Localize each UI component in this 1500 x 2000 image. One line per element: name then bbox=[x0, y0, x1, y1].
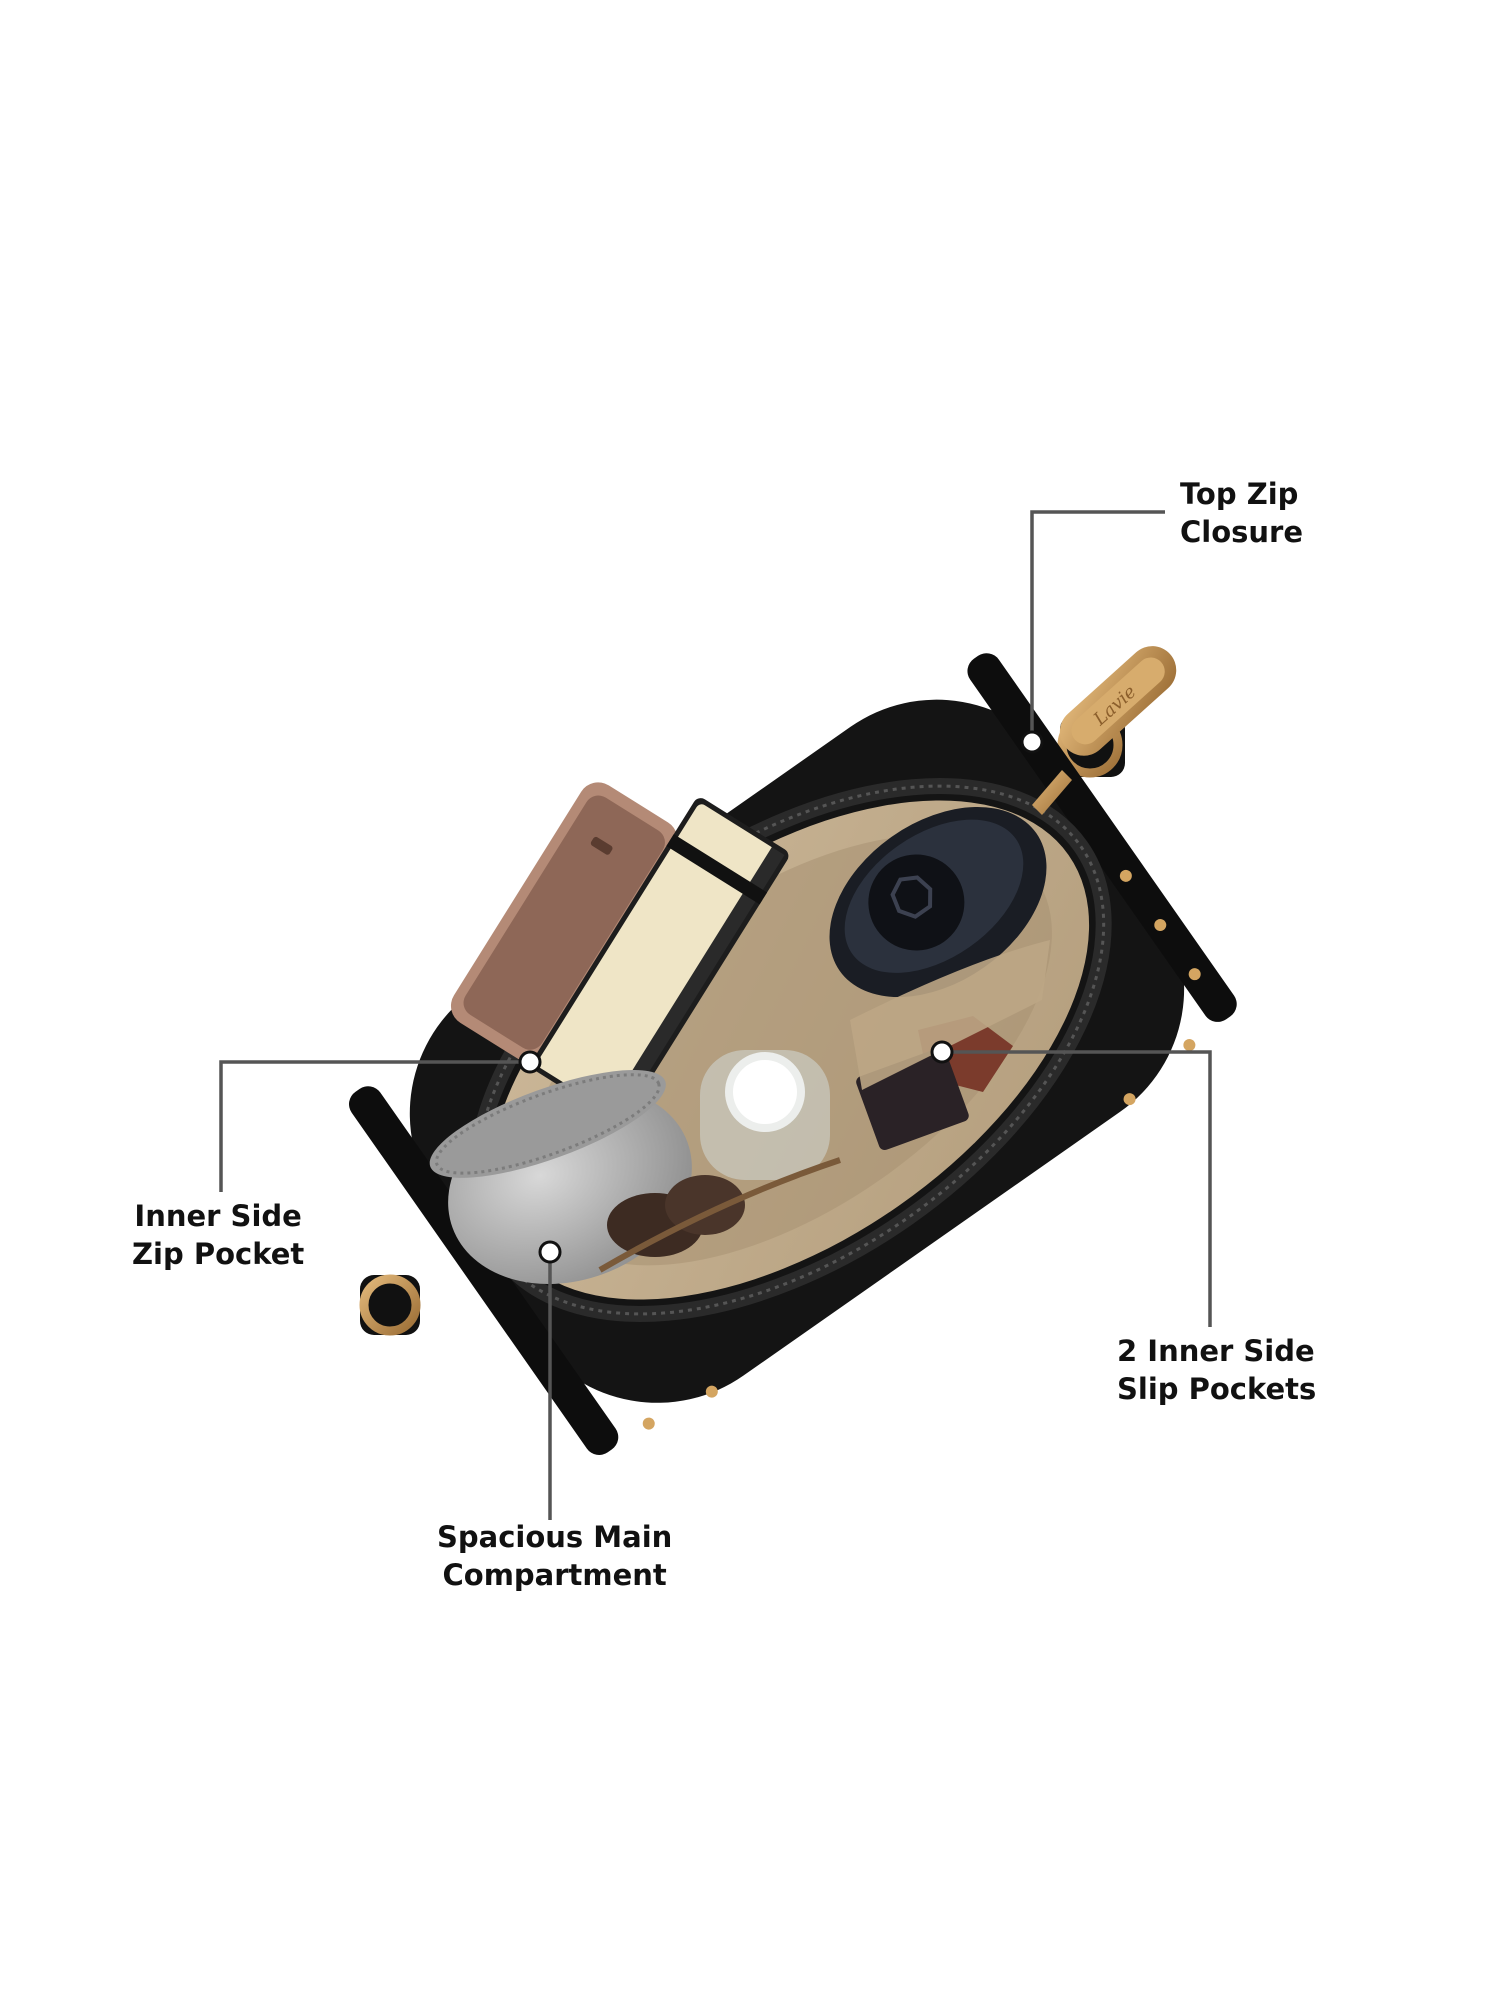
callout-top-zip-closure: Top Zip Closure bbox=[1180, 475, 1303, 551]
leader-lines bbox=[219, 510, 1212, 1520]
strap-ring-left bbox=[359, 1274, 421, 1336]
callout-line: 2 Inner Side bbox=[1117, 1334, 1315, 1368]
leader-line-slip-pockets bbox=[942, 1050, 1212, 1327]
dot-top-zip bbox=[1020, 730, 1044, 754]
cream-jar bbox=[700, 1050, 830, 1180]
callout-spacious-main-compartment: Spacious Main Compartment bbox=[437, 1518, 672, 1594]
callout-inner-side-slip-pockets: 2 Inner Side Slip Pockets bbox=[1117, 1332, 1316, 1408]
callout-line: Inner Side bbox=[134, 1199, 302, 1233]
callout-inner-side-zip-pocket: Inner Side Zip Pocket bbox=[132, 1197, 304, 1273]
zipper-puller: Lavie bbox=[1032, 646, 1177, 815]
callout-dots bbox=[518, 730, 1044, 1264]
dot-main-compartment bbox=[538, 1240, 562, 1264]
callout-line: Zip Pocket bbox=[132, 1237, 305, 1271]
sunglasses bbox=[598, 1157, 841, 1273]
leader-line-inner-zip-pocket bbox=[219, 1060, 530, 1192]
callout-line: Slip Pockets bbox=[1117, 1372, 1317, 1406]
bag-contents bbox=[429, 782, 1050, 1284]
callout-line: Spacious Main bbox=[437, 1520, 673, 1554]
callout-line: Compartment bbox=[442, 1558, 667, 1592]
callout-line: Closure bbox=[1180, 515, 1304, 549]
dot-inner-zip-pocket bbox=[518, 1050, 542, 1074]
leader-line-top-zip bbox=[1030, 510, 1165, 742]
dot-slip-pockets bbox=[930, 1040, 954, 1064]
callout-line: Top Zip bbox=[1180, 477, 1299, 511]
